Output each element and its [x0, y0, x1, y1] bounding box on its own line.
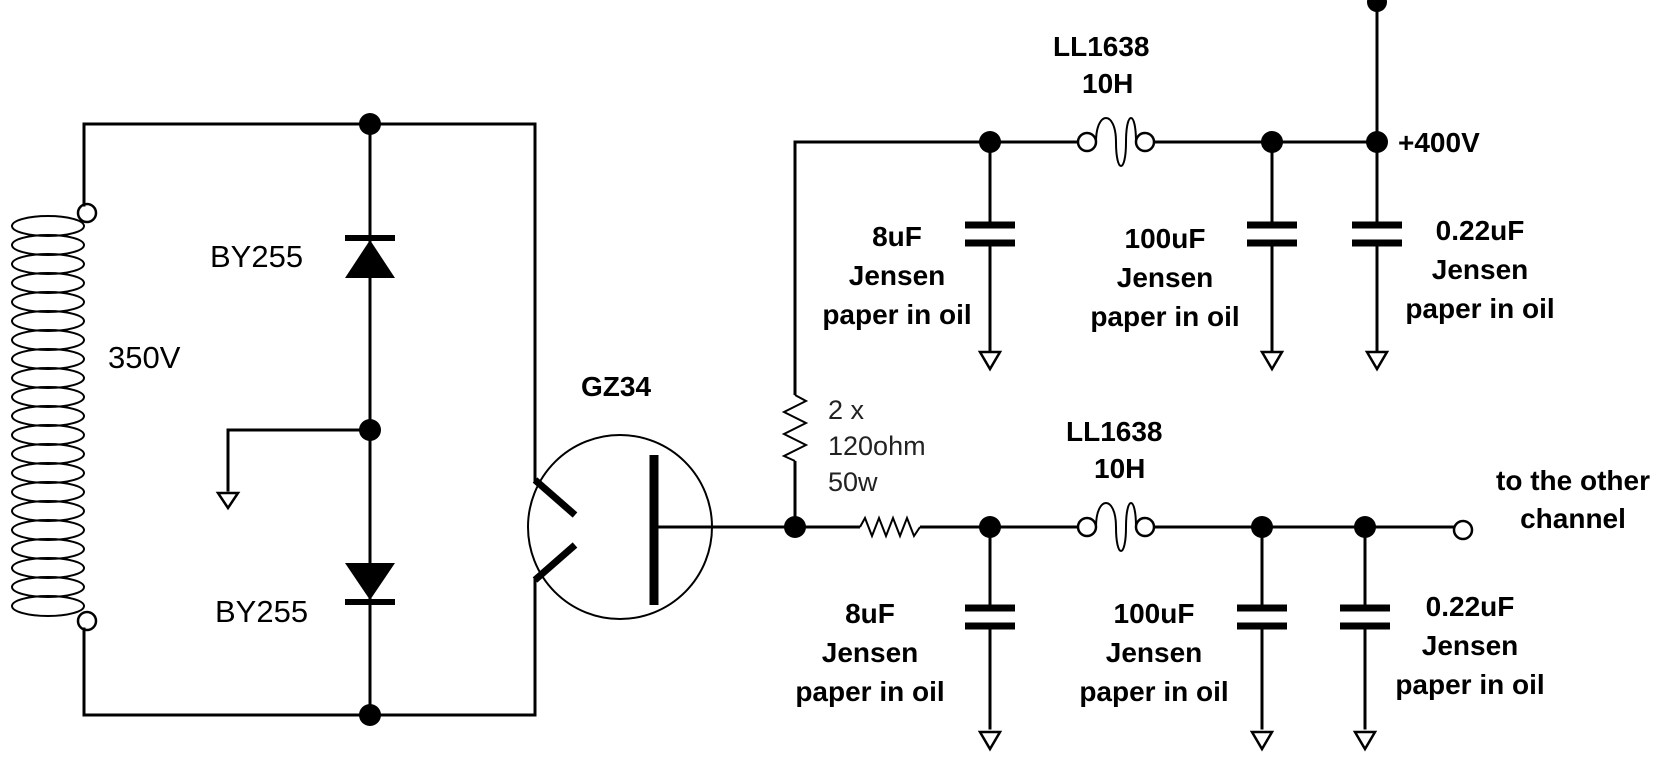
resistor-branch-wire: [793, 140, 992, 529]
tube-anode-icon: [532, 542, 578, 583]
cap-top-3-line3: paper in oil: [1405, 293, 1554, 324]
cap-top-3-line1: 0.22uF: [1436, 215, 1525, 246]
diode-top-label: BY255: [210, 239, 303, 274]
transformer-secondary: 350V: [11, 122, 372, 717]
choke-terminal: [1076, 516, 1098, 538]
junction-dot: [1367, 0, 1387, 12]
tube-anode-wire-bottom: [368, 578, 537, 717]
cap-bottom-3-line2: Jensen: [1422, 630, 1519, 661]
coil-turn: [11, 481, 85, 503]
cap-top-1-line3: paper in oil: [822, 299, 971, 330]
coil-turn: [11, 310, 85, 332]
coil-turn: [11, 386, 85, 408]
ground-icon: [1259, 350, 1285, 372]
choke-terminal: [1076, 131, 1098, 153]
cap-bottom-1-line1: 8uF: [845, 598, 895, 629]
center-tap-wire: [226, 428, 372, 492]
coil-turn: [11, 405, 85, 427]
choke-bottom-icon: [1095, 502, 1137, 552]
coil-turn: [11, 424, 85, 446]
choke-top-icon: [1095, 117, 1137, 167]
diode-bottom-icon: [345, 563, 395, 605]
coil-turn: [11, 234, 85, 256]
coil-turn: [11, 272, 85, 294]
resistor-label-line2: 120ohm: [828, 431, 926, 461]
tube-label: GZ34: [581, 371, 651, 402]
coil-turn: [11, 500, 85, 522]
coil-turn: [11, 443, 85, 465]
coil-turn: [11, 291, 85, 313]
choke-terminal: [1134, 516, 1156, 538]
coil-turn: [11, 595, 85, 617]
ground-icon: [215, 491, 241, 511]
ground-icon: [1364, 350, 1390, 372]
coil-turn: [11, 367, 85, 389]
cap-bottom-3-line1: 0.22uF: [1426, 591, 1515, 622]
ground-icon: [1352, 730, 1378, 752]
coil-turn: [11, 348, 85, 370]
other-channel-terminal: [1452, 519, 1474, 541]
transformer-top-terminal: [76, 202, 98, 224]
diode-top-icon: [345, 235, 395, 278]
choke-terminal: [1134, 131, 1156, 153]
junction-dot: [784, 516, 806, 538]
cap-bottom-2-line1: 100uF: [1114, 598, 1195, 629]
dropping-resistors: 2 x 120ohm 50w: [781, 140, 992, 542]
coil-turn: [11, 519, 85, 541]
coil-turn: [11, 538, 85, 560]
cap-bottom-2-line3: paper in oil: [1079, 676, 1228, 707]
tube-anode-wire-top: [368, 122, 537, 482]
resistor-label-line1: 2 x: [828, 395, 865, 425]
transformer-coil-icon: [11, 215, 85, 617]
cap-top-1-line1: 8uF: [872, 221, 922, 252]
cap-top-2-line2: Jensen: [1117, 262, 1214, 293]
choke-top-label-line1: LL1638: [1053, 31, 1150, 62]
coil-turn: [11, 253, 85, 275]
cap-bottom-1-line3: paper in oil: [795, 676, 944, 707]
other-channel-label-line2: channel: [1520, 503, 1626, 534]
top-rail-wire: [82, 122, 372, 207]
bottom-filter: LL1638 10H 8uF Jensen paper in oil 100uF…: [795, 416, 1650, 752]
rectifier-tube: GZ34: [368, 122, 1462, 717]
diode-stack: BY255 BY255: [210, 113, 395, 726]
ground-icon: [1249, 730, 1275, 752]
diode-bottom-label: BY255: [215, 594, 308, 629]
transformer-voltage-label: 350V: [108, 340, 181, 375]
coil-turn: [11, 215, 85, 237]
resistor-vertical-icon: [781, 394, 809, 462]
cap-bottom-1-line2: Jensen: [822, 637, 919, 668]
choke-bottom-label-line2: 10H: [1094, 453, 1145, 484]
resistor-horizontal-icon: [859, 515, 921, 539]
cap-bottom-2-line2: Jensen: [1106, 637, 1203, 668]
top-filter: LL1638 10H 8uF Jensen paper in oil 100uF…: [822, 0, 1555, 372]
coil-turn: [11, 557, 85, 579]
cap-top-2-line3: paper in oil: [1090, 301, 1239, 332]
choke-top-label-line2: 10H: [1082, 68, 1133, 99]
cap-bottom-3-line3: paper in oil: [1395, 669, 1544, 700]
cap-top-2-line1: 100uF: [1125, 223, 1206, 254]
tube-anode-icon: [532, 477, 578, 518]
coil-turn: [11, 576, 85, 598]
choke-bottom-label-line1: LL1638: [1066, 416, 1163, 447]
transformer-bottom-terminal: [76, 610, 98, 632]
output-voltage-label: +400V: [1398, 127, 1480, 158]
ground-icon: [977, 350, 1003, 372]
ground-icon: [977, 730, 1003, 752]
cap-top-3-line2: Jensen: [1432, 254, 1529, 285]
coil-turn: [11, 462, 85, 484]
other-channel-label-line1: to the other: [1496, 465, 1650, 496]
resistor-label-line3: 50w: [828, 467, 878, 497]
coil-turn: [11, 329, 85, 351]
bottom-rail-wire: [82, 627, 372, 717]
cap-top-1-line2: Jensen: [849, 260, 946, 291]
